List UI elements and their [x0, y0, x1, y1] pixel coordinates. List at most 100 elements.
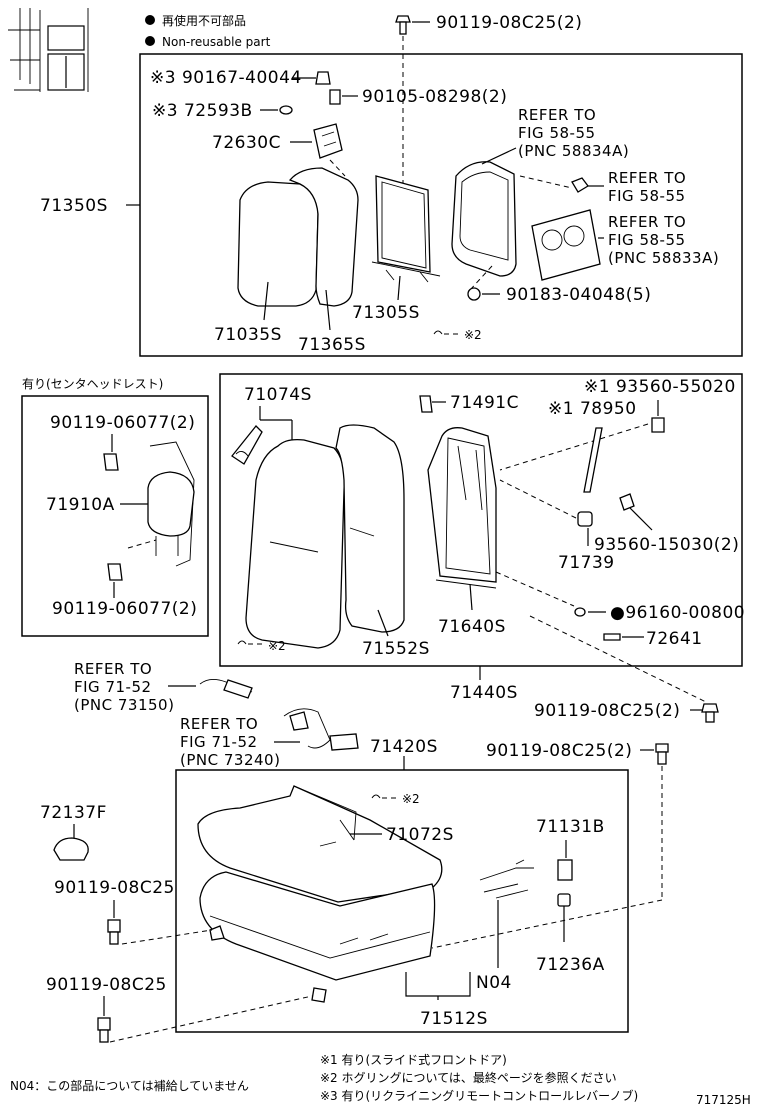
part-71074S: 71074S	[244, 385, 312, 405]
figure-id: 717125H	[696, 1093, 751, 1107]
part-90183-04048: 90183-04048(5)	[506, 285, 651, 305]
seatback-front-71640-pad	[245, 438, 345, 649]
ref1-line1: REFER TO	[518, 106, 596, 124]
screw-icon	[571, 177, 589, 193]
ref5-line3: (PNC 73240)	[180, 751, 280, 769]
ref3-line3: (PNC 58833A)	[608, 249, 719, 267]
part-71739: 71739	[558, 553, 615, 573]
part-90119-08C25-mid: 90119-08C25(2)	[534, 701, 680, 721]
ring-mark-mid: ※2	[268, 639, 286, 653]
part-90119-08C25-right: 90119-08C25(2)	[486, 741, 632, 761]
footnote-1: ※1 有り(スライド式フロントドア)	[320, 1053, 507, 1067]
part-71236A: 71236A	[536, 955, 605, 975]
clip-icon	[279, 105, 293, 115]
part-90119-08C25-left1: 90119-08C25	[54, 878, 175, 898]
bolt-icon	[651, 417, 665, 433]
seatback-cover-71365S	[288, 167, 359, 307]
seat-cushion-71072S	[197, 785, 443, 903]
knob-icon	[315, 71, 331, 85]
bolt-icon	[419, 395, 433, 413]
part-71440S: 71440S	[450, 683, 518, 703]
seatback-cushion-71035S	[237, 181, 319, 307]
pin-icon	[603, 633, 621, 641]
wire-harness-N04	[479, 859, 534, 899]
bolt-icon	[395, 15, 411, 35]
ref2-line1: REFER TO	[608, 169, 686, 187]
bushing-icon	[577, 511, 593, 527]
part-71350S: 71350S	[40, 196, 108, 216]
screw-icon	[107, 563, 123, 581]
seatback-board	[451, 161, 517, 277]
part-72641: 72641	[646, 629, 703, 649]
part-93560-15030: 93560-15030(2)	[594, 535, 739, 555]
part-90119-06077-b: 90119-06077(2)	[52, 599, 197, 619]
part-71640S: 71640S	[438, 617, 506, 637]
seatback-frame-group-box	[219, 373, 743, 667]
legend-bullet-jp: 再使用不可部品	[162, 13, 246, 28]
ref1-line2: FIG 58-55	[518, 124, 596, 142]
ref3-line1: REFER TO	[608, 213, 686, 231]
part-71131B: 71131B	[536, 817, 605, 837]
washer-icon	[574, 607, 586, 617]
part-93560-55020: ※1 93560-55020	[584, 377, 736, 397]
legend: 再使用不可部品 Non-reusable part	[145, 13, 271, 49]
speaker-grille	[531, 209, 601, 281]
headrest-header: 有り(センタヘッドレスト)	[22, 377, 163, 391]
ref5-line1: REFER TO	[180, 715, 258, 733]
seat-cushion-group-box	[175, 769, 629, 1033]
legend-bullet-en: Non-reusable part	[162, 35, 271, 49]
part-71035S: 71035S	[214, 325, 282, 345]
frame-71640S	[427, 427, 497, 589]
part-71305S: 71305S	[352, 303, 420, 323]
part-96160-00800: ●96160-00800	[610, 603, 745, 623]
cap-icon	[53, 837, 89, 861]
part-71365S: 71365S	[298, 335, 366, 355]
part-72630C: 72630C	[212, 133, 281, 153]
part-71910A: 71910A	[46, 495, 115, 515]
ring-mark-top: ※2	[464, 328, 482, 342]
part-71072S: 71072S	[386, 825, 454, 845]
part-71420S: 71420S	[370, 737, 438, 757]
footnote-3: ※3 有り(リクライニングリモートコントロールレバーノブ)	[320, 1088, 638, 1103]
part-90167-40044: ※3 90167-40044	[150, 68, 302, 88]
hog-ring-icon	[237, 640, 247, 645]
vehicle-locator-icon	[2, 4, 98, 94]
headrest-71910A	[147, 441, 195, 567]
part-78950: ※1 78950	[548, 399, 637, 419]
seat-belt-buckle-icon	[283, 708, 359, 751]
bolt-icon	[619, 493, 635, 511]
screw-icon	[329, 89, 341, 105]
clip-icon	[557, 893, 571, 907]
hog-ring-icon	[371, 794, 381, 799]
part-N04: N04	[476, 973, 512, 993]
part-71491C: 71491C	[450, 393, 519, 413]
lever-bracket-icon	[313, 123, 343, 159]
bolt-icon	[107, 919, 121, 945]
nut-icon	[467, 287, 481, 301]
ref2-line2: FIG 58-55	[608, 187, 686, 205]
ref4-line1: REFER TO	[74, 660, 152, 678]
recliner-clip-icon	[231, 425, 263, 465]
part-72593B: ※3 72593B	[152, 101, 253, 121]
ref5-line2: FIG 71-52	[180, 733, 258, 751]
ref4-line2: FIG 71-52	[74, 678, 152, 696]
tag-icon	[557, 859, 573, 881]
part-72137F: 72137F	[40, 803, 107, 823]
seatback-frame-71305S	[371, 175, 441, 283]
part-90105-08298: 90105-08298(2)	[362, 87, 507, 107]
bolt-icon	[97, 1017, 111, 1043]
footnote-2: ※2 ホグリングについては、最終ページを参照ください	[320, 1070, 617, 1085]
seat-pad-71512S	[199, 871, 436, 1003]
part-71512S: 71512S	[420, 1009, 488, 1029]
bolt-icon	[655, 743, 669, 765]
bolt-icon	[701, 703, 719, 723]
seat-belt-buckle-icon	[199, 679, 253, 699]
ref1-line3: (PNC 58834A)	[518, 142, 629, 160]
part-90119-06077-a: 90119-06077(2)	[50, 413, 195, 433]
ref4-line3: (PNC 73150)	[74, 696, 174, 714]
hog-ring-icon	[433, 330, 443, 335]
part-90119-08C25-left2: 90119-08C25	[46, 975, 167, 995]
rod-icon	[583, 427, 603, 493]
ring-mark-low: ※2	[402, 792, 420, 806]
